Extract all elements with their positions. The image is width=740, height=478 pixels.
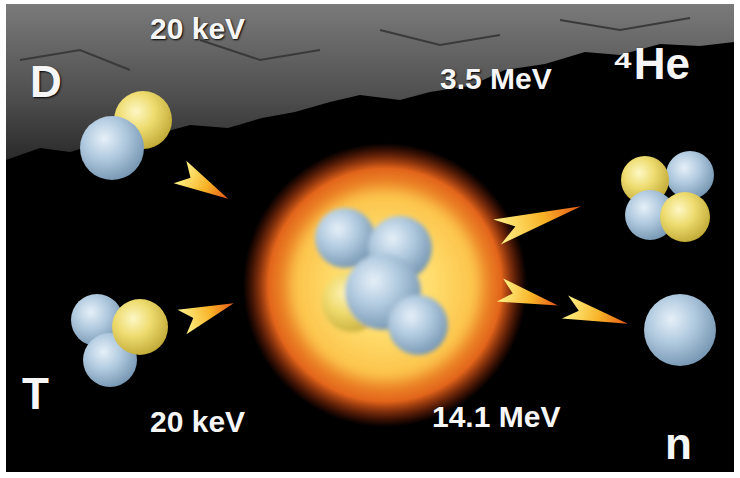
sphere xyxy=(644,294,716,366)
particle-symbol: ⁴He xyxy=(612,40,690,88)
background xyxy=(6,4,734,472)
deuteron-particle: D xyxy=(20,50,190,190)
arrow xyxy=(493,194,585,245)
helium-particle: ⁴He xyxy=(600,35,732,250)
energy-label: 14.1 MeV xyxy=(432,400,560,433)
rock-texture xyxy=(20,18,690,70)
energy-label: 3.5 MeV xyxy=(440,62,552,95)
sphere xyxy=(666,151,714,199)
particle-symbol: D xyxy=(30,58,62,106)
energy-label: 20 keV xyxy=(150,12,245,45)
sphere xyxy=(388,295,448,355)
fusion-burst xyxy=(243,143,527,427)
neutron-particle: n xyxy=(630,285,730,472)
particle-symbol: n xyxy=(665,420,692,468)
burst-core xyxy=(290,190,480,380)
sphere xyxy=(660,192,710,242)
arrow xyxy=(178,291,239,334)
energy-label: 20 keV xyxy=(150,405,245,438)
compound-nucleus xyxy=(315,208,448,355)
arrow xyxy=(562,295,631,335)
arrow xyxy=(174,161,235,210)
arrow xyxy=(497,278,561,317)
sphere xyxy=(112,299,168,355)
triton-particle: T xyxy=(15,285,185,425)
sphere xyxy=(80,116,144,180)
particle-symbol: T xyxy=(22,370,49,418)
